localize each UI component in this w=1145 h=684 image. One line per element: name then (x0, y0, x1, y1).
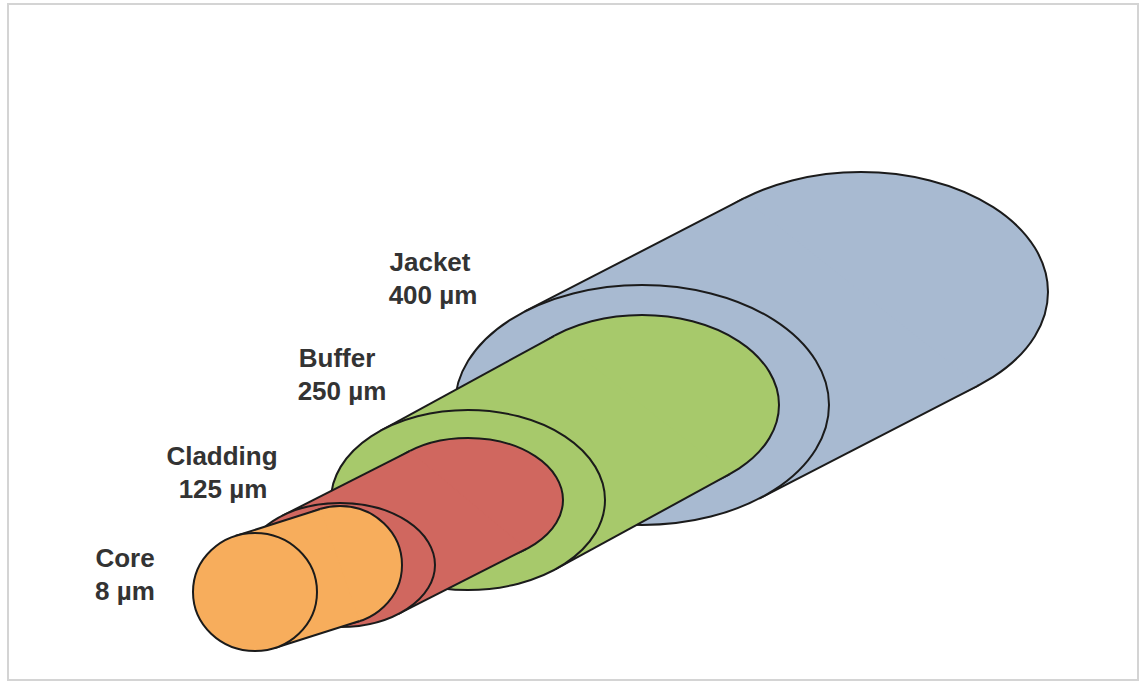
part-name: Buffer (299, 343, 376, 373)
dimension: 400 µm (389, 280, 478, 310)
silhouette-edge (235, 509, 320, 536)
core-layer (193, 506, 402, 651)
dimension: 8 µm (95, 576, 155, 606)
front-face (193, 533, 317, 651)
dimension: 250 µm (298, 376, 387, 406)
frame (8, 4, 1138, 680)
part-name: Core (95, 543, 154, 573)
dimension: 125 µm (179, 474, 268, 504)
part-name: Cladding (166, 441, 277, 471)
fiber-cylinders (193, 172, 1048, 651)
part-name: Jacket (390, 247, 471, 277)
